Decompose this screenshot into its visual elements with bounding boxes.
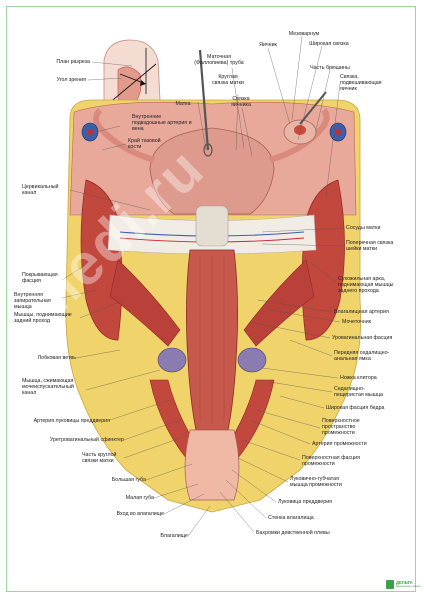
label-ovary: Яичник [259, 42, 277, 48]
label-covering-fascia: Покрывающая фасция [22, 272, 58, 284]
label-clitoris-crus: Ножка клитора [340, 375, 377, 381]
label-hymenal-caruncles: Бахромки девственной плевы [256, 530, 330, 536]
label-section-plane: План разреза [56, 59, 90, 65]
label-bulbospongiosus: Луковично-губчатая мышца промежности [290, 476, 342, 488]
label-fallopian-tube: Маточная (Фаллопиева) труба [194, 54, 244, 66]
label-broad-ligament: Широкая связка [309, 41, 349, 47]
label-fascia-lata: Широкая фасция бедра [326, 405, 385, 411]
label-uterus: Матка [175, 101, 191, 107]
label-levator-ani: Мышцы, поднимающие задний проход [14, 312, 72, 324]
cervix-ligaments [107, 205, 317, 255]
label-labia-minora: Малая губа [125, 495, 154, 501]
poster-frame [6, 6, 416, 592]
label-suspensory-ligament: Связка, подвешивающая яичник [340, 74, 382, 92]
brand-tagline: Медицинские плакаты [396, 585, 421, 588]
label-round-ligament-part: Часть круглой связки матки [82, 452, 117, 464]
label-ureter: Мочеточник [342, 319, 371, 325]
leader-lines [61, 35, 345, 537]
label-internal-iliac: Внутренние подвздошные артерия и вена [132, 114, 192, 132]
vestibular-structures [149, 347, 275, 501]
label-tendinous-arch: Сухожильная арка, поднимающая мышцы задн… [338, 276, 394, 294]
label-urovaginal-fascia: Уровагинальная фасция [332, 335, 393, 341]
label-urethral-compressor: Мышца, сжимающая мочеиспускательный кана… [22, 378, 74, 396]
brand-logo: ДЕЛЬТА Медицинские плакаты [386, 580, 421, 590]
vagina [186, 249, 238, 431]
label-view-angle: Угол зрения [56, 77, 86, 83]
label-ischioanal-fossa: Передняя седалищно-анальная ямка [334, 350, 390, 362]
label-round-ligament: Круглая связка матки [212, 74, 244, 86]
label-cervical-canal: Цервикальный канал [22, 184, 59, 196]
label-transverse-cervical-ligament: Поперечная связка шейки матки [346, 240, 394, 252]
surgical-instruments [198, 49, 327, 157]
label-internal-obturator: Внутренняя запирательная мышца [14, 292, 51, 310]
label-perineal-artery: Артерия промежности [312, 441, 367, 447]
label-vagina: Влагалище [160, 533, 188, 539]
section-plane-line [107, 63, 157, 105]
label-mesovarium: Мезоварнум [288, 31, 320, 37]
brand-name: ДЕЛЬТА [396, 580, 413, 585]
label-urethrovaginal-sphincter: Уретровагинальный сфинктер [49, 437, 124, 443]
label-bulb-artery: Артерия луковицы преддверия [33, 418, 110, 424]
label-vaginal-wall: Стенка влагалища [268, 515, 314, 521]
label-peritoneum-part: Часть брюшины [310, 65, 350, 71]
label-vestibular-bulb: Луковица преддверия [278, 499, 333, 505]
obturator-muscles [80, 179, 345, 347]
label-pelvic-bone-edge: Край тазовой кости [128, 138, 161, 150]
label-ischiocavernosus: Седалищно-пещеристая мышца [334, 386, 383, 398]
label-ovarian-ligament: Связка яичника [231, 96, 251, 108]
label-pubic-ramus: Лобковая ветвь [37, 355, 76, 361]
label-superficial-perineal-fascia: Поверхностная фасция промежности [302, 455, 360, 467]
label-uterine-vessels: Сосуды матки [346, 225, 381, 231]
label-labia-majora: Большая губа [111, 477, 146, 483]
label-superficial-perineal-space: Поверхностное пространство промежности [322, 418, 360, 436]
label-vaginal-orifice: Вход во влагалище [116, 511, 164, 517]
label-vaginal-artery: Влагалищная артерия [334, 309, 389, 315]
brand-mark-icon [386, 580, 394, 589]
